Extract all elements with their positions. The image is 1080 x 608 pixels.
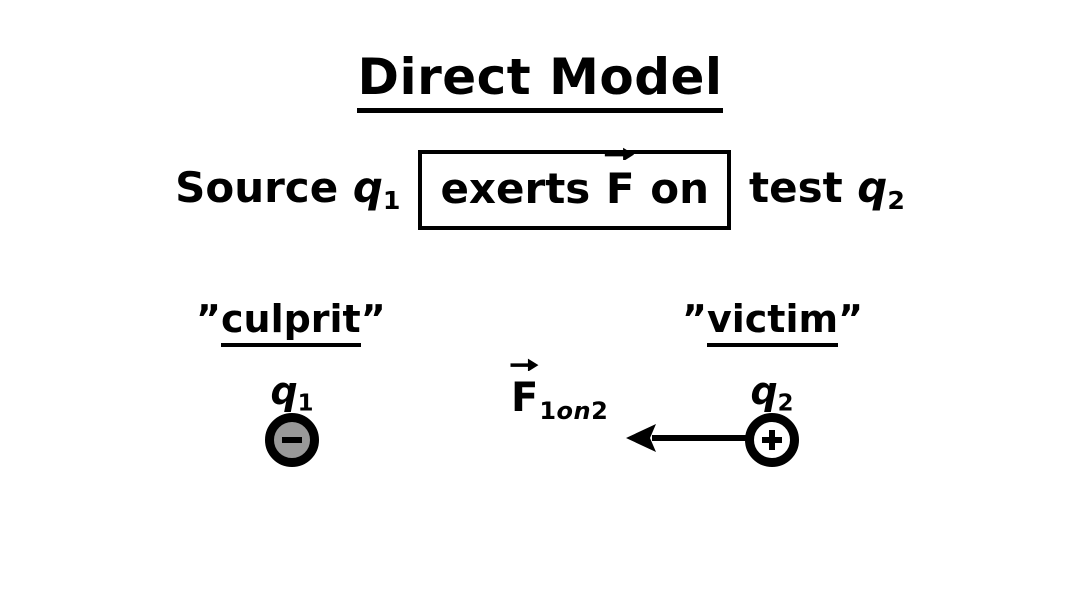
negative-charge-icon [265,413,319,467]
culprit-word: culprit [220,297,361,347]
charge-label-q1-subscript: 1 [297,390,314,417]
victim-open-quote: ” [682,297,707,341]
force-vector-letter: F [605,164,635,213]
interaction-box: exerts F on [418,147,732,230]
force-label-subscript: 1on2 [539,397,608,425]
minus-sign [282,437,302,443]
plus-sign-vertical [769,430,775,450]
force-direction-arrow-icon [626,420,750,456]
statement-right-subscript: 2 [887,185,905,215]
charge-label-q2-subscript: 2 [777,390,794,417]
boxed-statement: exerts F on [440,147,709,210]
page-title: Direct Model [357,52,723,113]
force-vector-symbol: F [604,147,636,210]
direct-model-statement: Source q1 exerts F on test q2 [0,147,1080,230]
page-title-container: Direct Model [0,52,1080,113]
force-label-vector: F [510,358,539,421]
charge-label-q1: q1 [232,372,352,415]
victim-word: victim [706,297,839,347]
culprit-close-quote: ” [360,297,386,341]
charge-label-q2: q2 [712,372,832,415]
statement-right: test q2 [731,166,905,215]
statement-left-text: Source [175,162,339,212]
force-subscript-on: on [556,397,592,426]
role-label-victim: ”victim” [682,297,864,347]
role-label-culprit: ”culprit” [196,297,386,347]
boxed-suffix: on [650,164,710,213]
force-label-letter: F [511,375,539,421]
statement-left: Source q1 [175,166,418,215]
culprit-open-quote: ” [196,297,221,341]
charge-label-q2-symbol: q [750,369,778,413]
force-vector-label: F1on2 [510,358,608,425]
victim-close-quote: ” [838,297,864,341]
statement-left-subscript: 1 [382,185,401,215]
vector-arrow-icon [510,357,539,371]
force-subscript-second: 2 [591,397,609,426]
statement-right-symbol: q [857,162,888,212]
statement-left-symbol: q [352,162,383,212]
charge-label-q1-symbol: q [270,369,298,413]
positive-charge-icon [745,413,799,467]
statement-right-text: test [749,162,843,212]
vector-arrow-icon [604,146,635,161]
boxed-prefix: exerts [440,164,591,213]
force-subscript-first: 1 [539,397,557,426]
